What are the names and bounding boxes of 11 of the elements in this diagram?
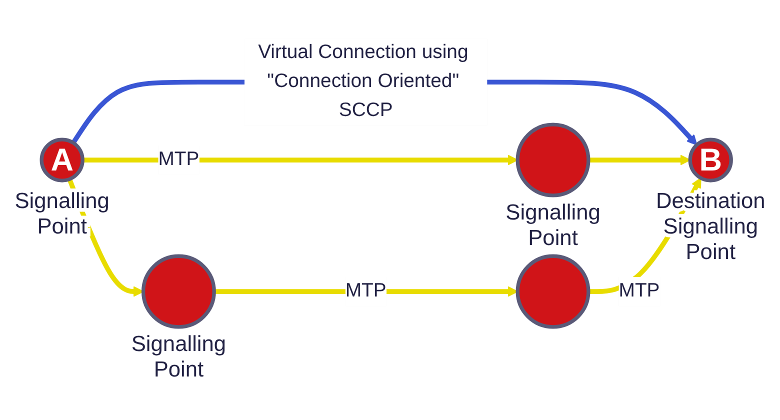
- node-circle: [516, 254, 590, 329]
- edge-label: MTP: [618, 280, 660, 302]
- node-circle: A: [40, 138, 84, 182]
- node-circle: B: [688, 138, 733, 182]
- node-caption: Signalling Point: [506, 200, 600, 250]
- edge-label: Virtual Connection using "Connection Oriented" SCCP: [258, 42, 468, 121]
- node-circle: [141, 254, 216, 329]
- node-circle: [516, 122, 590, 198]
- node-caption: Signalling Point: [131, 331, 226, 382]
- edge-label: MTP: [158, 149, 200, 170]
- edge-label: MTP: [345, 280, 386, 302]
